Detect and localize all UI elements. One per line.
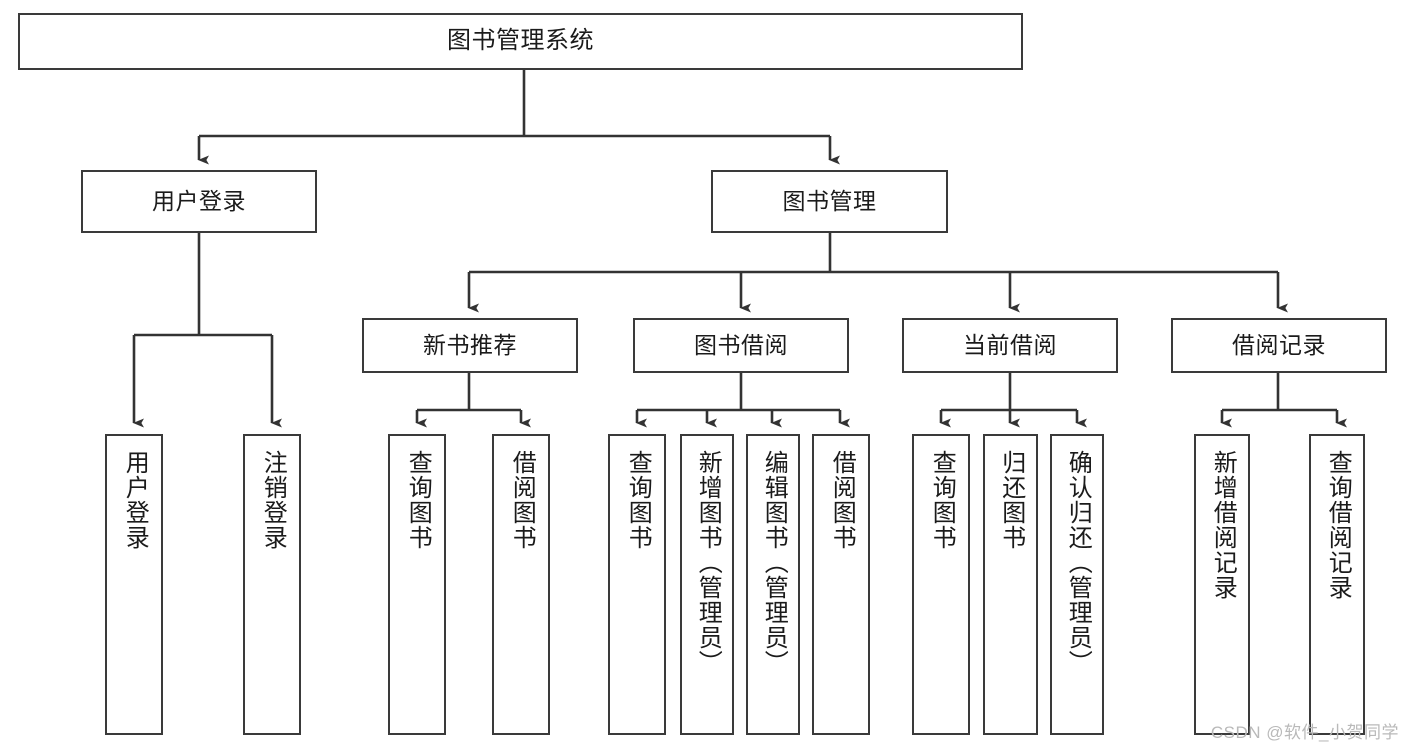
node-label: 借阅图书 [828,450,856,550]
node-label: 确认归还（管理员） [1064,450,1092,675]
leaf-query-borrow-record[interactable]: 查询借阅记录 [1309,434,1365,735]
leaf-add-borrow-record[interactable]: 新增借阅记录 [1194,434,1250,735]
node-label: 查询图书 [624,450,652,550]
node-label: 借阅记录 [1232,332,1326,359]
leaf-borrow-book-new-recommend[interactable]: 借阅图书 [492,434,550,735]
node-label: 图书管理系统 [447,27,594,55]
leaf-query-book-current[interactable]: 查询图书 [912,434,970,735]
node-user-login[interactable]: 用户登录 [81,170,317,233]
node-label: 查询借阅记录 [1324,450,1352,600]
node-label: 用户登录 [152,188,246,215]
node-label: 查询图书 [928,450,956,550]
node-book-borrow[interactable]: 图书借阅 [633,318,849,373]
node-label: 查询图书 [404,450,432,550]
node-label: 新增图书（管理员） [694,450,722,675]
node-current-borrow[interactable]: 当前借阅 [902,318,1118,373]
leaf-confirm-return-admin[interactable]: 确认归还（管理员） [1050,434,1104,735]
node-borrow-record[interactable]: 借阅记录 [1171,318,1387,373]
leaf-borrow-book-borrow[interactable]: 借阅图书 [812,434,870,735]
node-book-management-system[interactable]: 图书管理系统 [18,13,1023,70]
node-book-management[interactable]: 图书管理 [711,170,948,233]
node-label: 新增借阅记录 [1209,450,1237,600]
node-label: 图书借阅 [694,332,788,359]
leaf-query-book-borrow[interactable]: 查询图书 [608,434,666,735]
leaf-return-book[interactable]: 归还图书 [983,434,1038,735]
leaf-logout-login[interactable]: 注销登录 [243,434,301,735]
leaf-add-book-admin[interactable]: 新增图书（管理员） [680,434,734,735]
leaf-edit-book-admin[interactable]: 编辑图书（管理员） [746,434,800,735]
node-label: 当前借阅 [963,332,1057,359]
leaf-query-book-new-recommend[interactable]: 查询图书 [388,434,446,735]
node-label: 新书推荐 [423,332,517,359]
leaf-user-login[interactable]: 用户登录 [105,434,163,735]
node-new-book-recommend[interactable]: 新书推荐 [362,318,578,373]
node-label: 编辑图书（管理员） [760,450,788,675]
csdn-watermark: CSDN @软件_小贺同学 [1210,723,1399,742]
node-label: 注销登录 [259,450,287,550]
node-label: 图书管理 [782,188,877,215]
node-label: 用户登录 [121,450,149,550]
node-label: 借阅图书 [508,450,536,550]
node-label: 归还图书 [997,450,1025,550]
